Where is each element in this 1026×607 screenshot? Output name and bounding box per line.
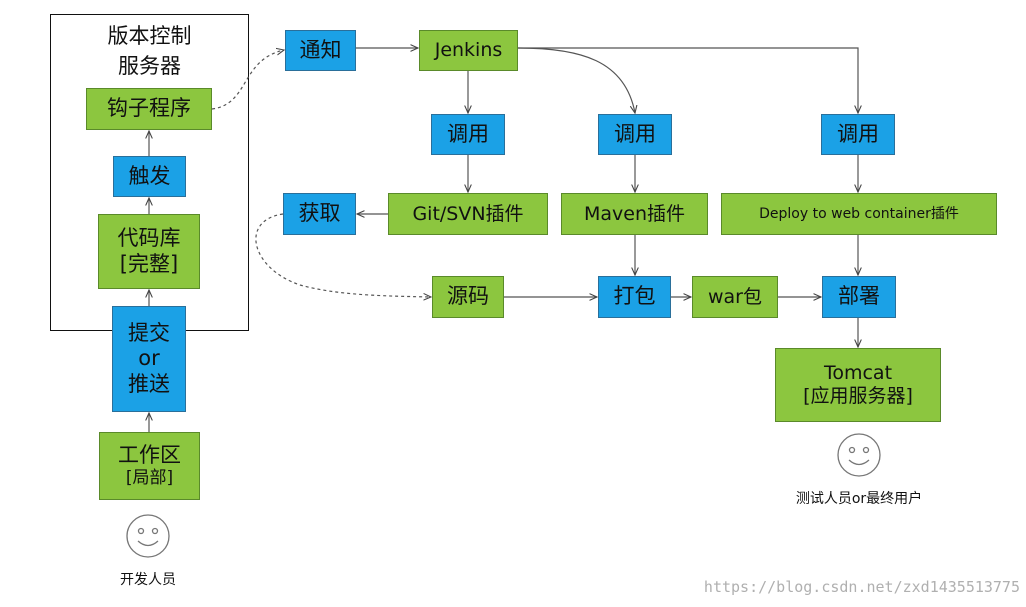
deploy-label: 部署 (838, 284, 880, 309)
fetch-box: 获取 (283, 193, 356, 235)
package-box: 打包 (598, 276, 671, 318)
invoke-label-git: 调用 (447, 121, 489, 146)
tomcat-box: Tomcat [应用服务器] (775, 348, 941, 422)
workspace-sublabel: [局部] (125, 468, 174, 489)
invoke-box-maven: 调用 (598, 114, 672, 155)
tomcat-sublabel: [应用服务器] (803, 385, 913, 407)
smiley-face-icon (837, 433, 881, 477)
trigger-box: 触发 (113, 156, 186, 197)
notify-label: 通知 (299, 37, 342, 62)
watermark: https://blog.csdn.net/zxd1435513775 (703, 578, 1020, 596)
source-code-label: 源码 (447, 284, 489, 309)
code-repository-sublabel: [完整] (119, 251, 179, 276)
invoke-label-maven: 调用 (614, 121, 656, 146)
arrow-hook-to-notify (211, 50, 284, 110)
invoke-box-deploy: 调用 (821, 114, 895, 155)
server-title-line2: 服务器 (118, 54, 181, 78)
workspace-label: 工作区 (118, 443, 181, 468)
arrow-fetch-to-source (255, 213, 431, 297)
maven-plugin-box: Maven插件 (561, 193, 708, 235)
deploy-box: 部署 (822, 276, 896, 318)
war-package-label: war包 (708, 285, 762, 308)
fetch-label: 获取 (298, 201, 341, 226)
invoke-label-deploy: 调用 (837, 121, 879, 146)
server-title-line1: 版本控制 (107, 24, 192, 48)
invoke-box-git: 调用 (431, 114, 505, 155)
developer-label: 开发人员 (120, 572, 176, 588)
push-label: 推送 (128, 371, 170, 396)
source-code-box: 源码 (432, 276, 504, 318)
smiley-face-icon (126, 514, 170, 558)
tomcat-label: Tomcat (823, 362, 893, 385)
workspace-box: 工作区 [局部] (99, 432, 200, 500)
arrow-jenkins-to-invoke-deploy (518, 47, 858, 113)
deploy-plugin-box: Deploy to web container插件 (721, 193, 997, 235)
hook-program-label: 钩子程序 (107, 96, 191, 121)
server-title: 版本控制 服务器 (50, 20, 249, 80)
jenkins-label: Jenkins (434, 39, 503, 62)
war-package-box: war包 (692, 276, 778, 318)
maven-plugin-label: Maven插件 (583, 202, 685, 225)
arrow-jenkins-to-invoke-maven (517, 47, 635, 113)
jenkins-box: Jenkins (419, 30, 518, 71)
commit-label: 提交 (128, 321, 170, 346)
deploy-plugin-label: Deploy to web container插件 (759, 205, 959, 222)
notify-box: 通知 (285, 30, 356, 71)
hook-program-box: 钩子程序 (86, 88, 212, 130)
package-label: 打包 (613, 284, 656, 309)
commit-or-push-box: 提交 or 推送 (112, 306, 186, 412)
git-svn-plugin-box: Git/SVN插件 (388, 193, 548, 235)
code-repository-label: 代码库 (117, 226, 181, 251)
code-repository-box: 代码库 [完整] (98, 214, 200, 289)
or-label: or (138, 346, 160, 371)
git-svn-plugin-label: Git/SVN插件 (412, 202, 524, 225)
trigger-label: 触发 (128, 163, 171, 188)
tester-label: 测试人员or最终用户 (795, 491, 923, 507)
